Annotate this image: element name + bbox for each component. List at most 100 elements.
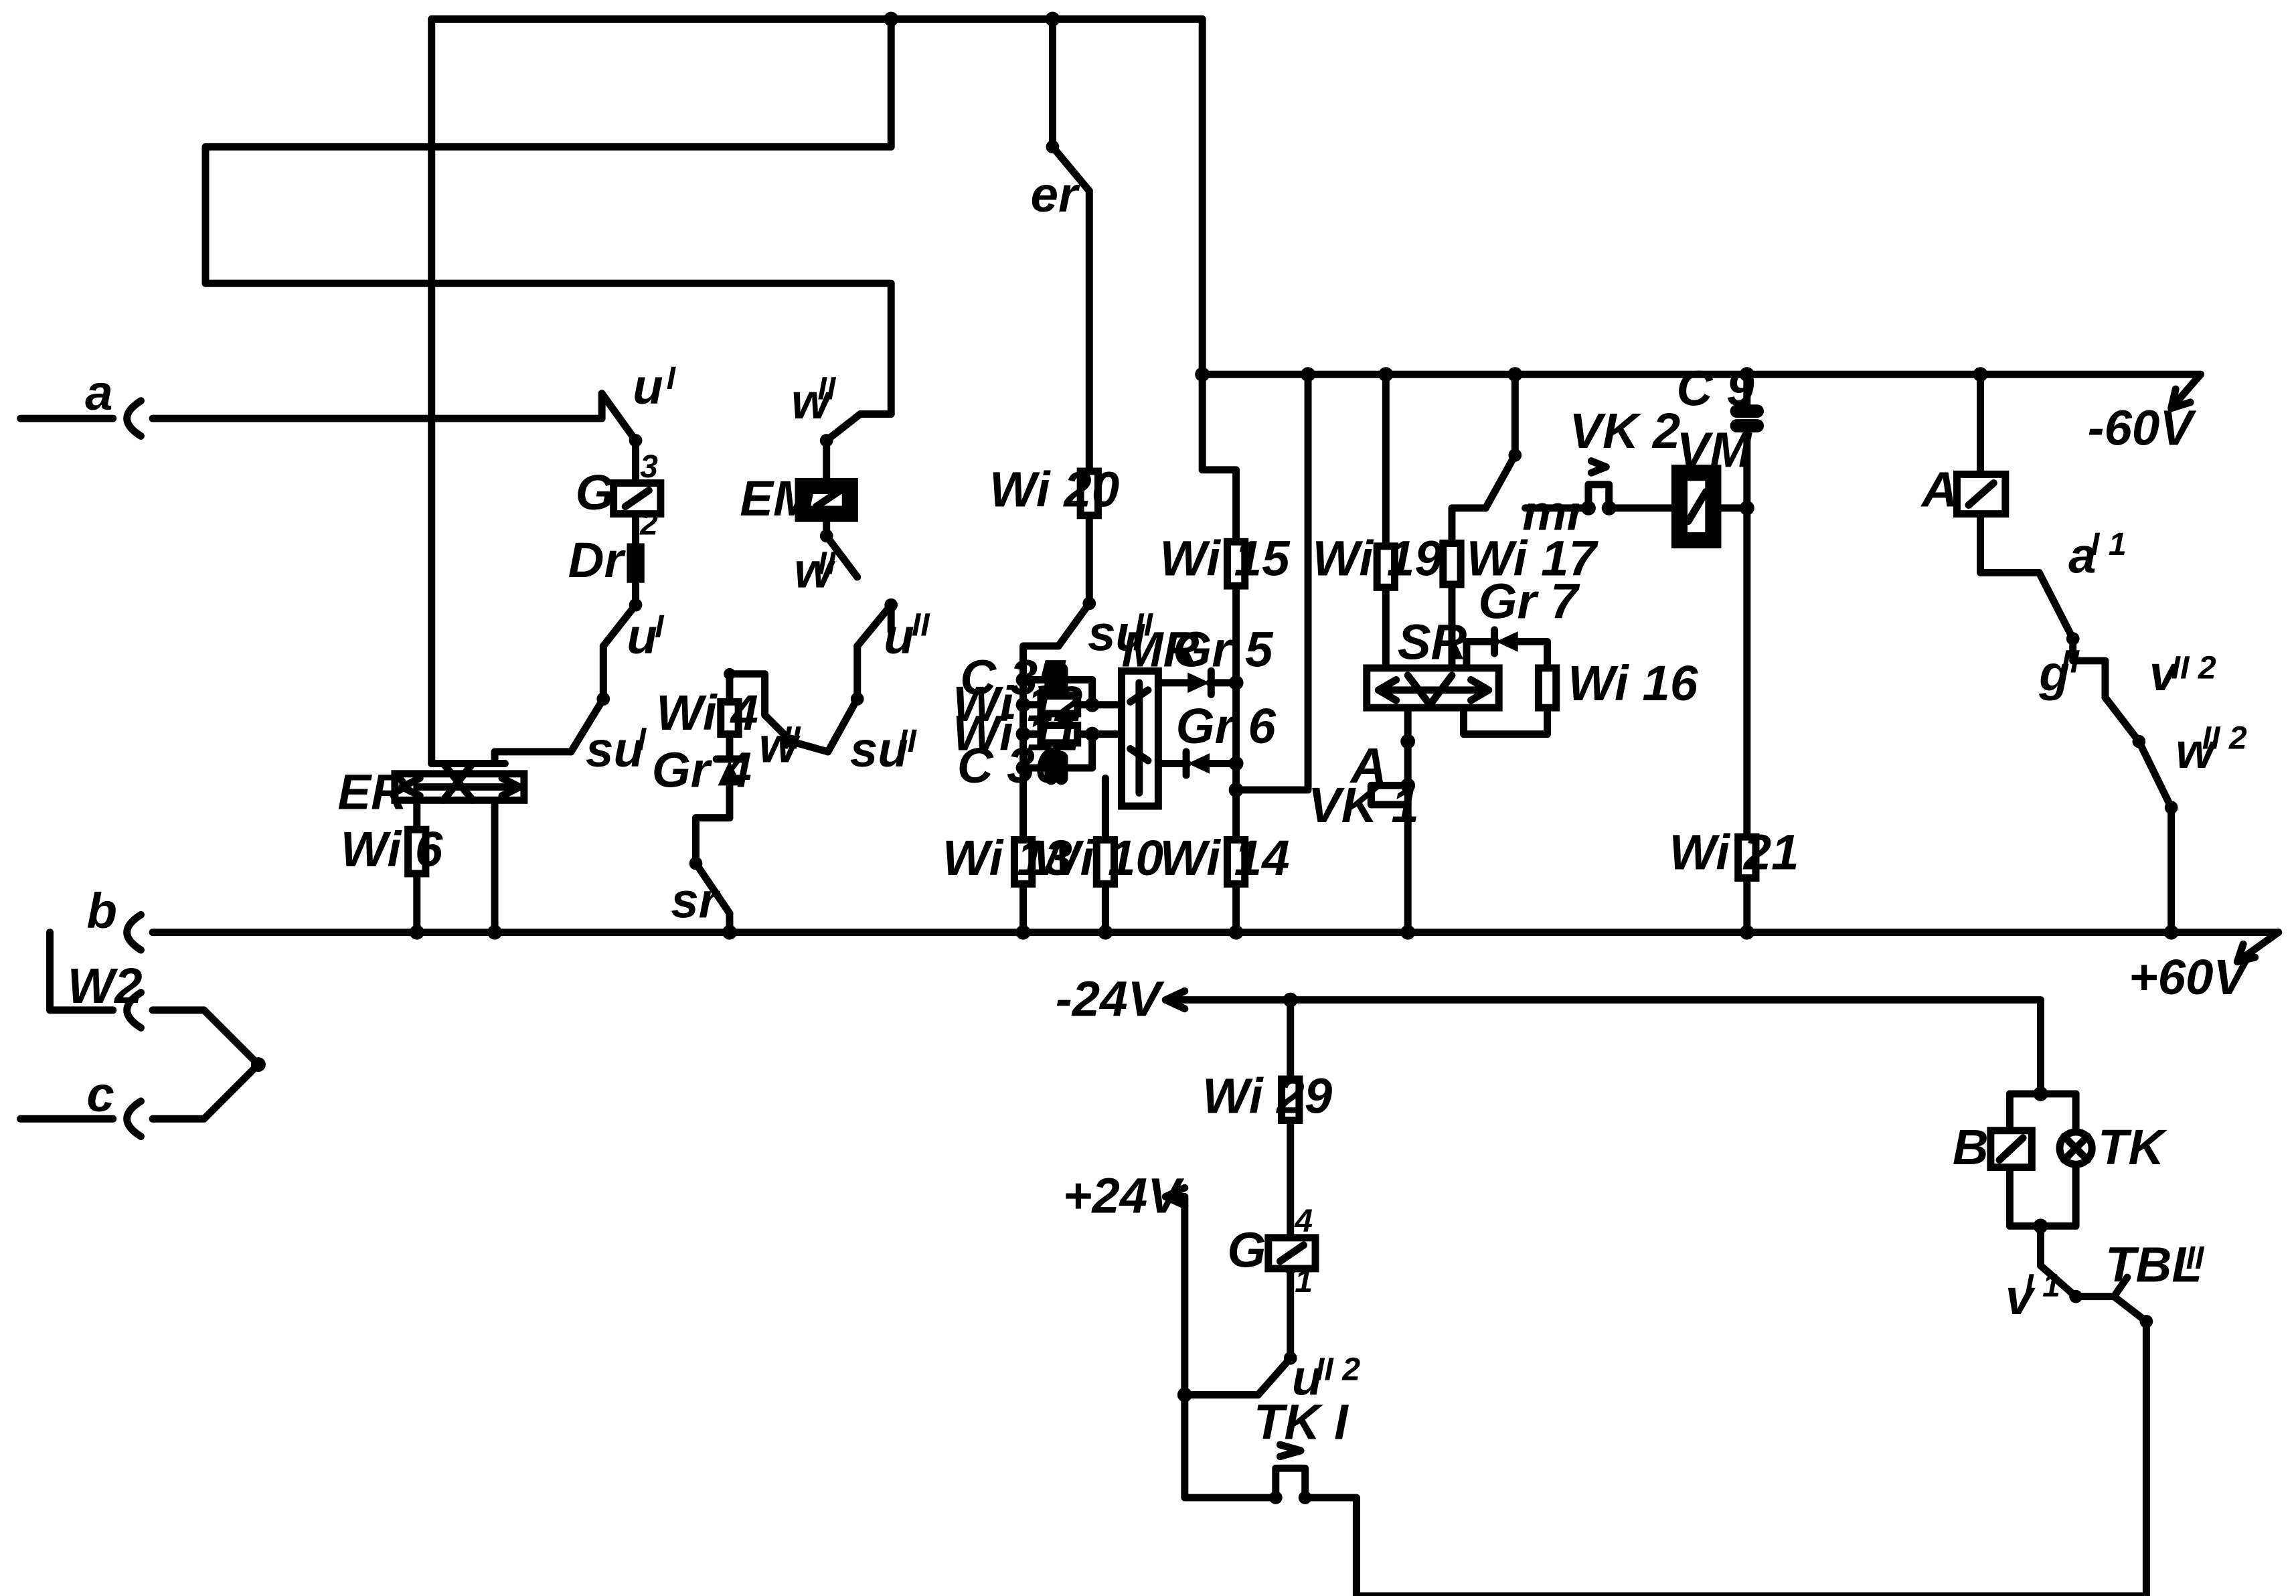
relay-a: A xyxy=(1920,462,2010,518)
diode-gr6: Gr 6 xyxy=(1176,698,1277,779)
resistor-wi17-label: Wi 17 xyxy=(1467,531,1599,586)
rail-pos60: +60V xyxy=(2129,929,2283,1005)
contact-w2-mid-sup: II xyxy=(818,546,837,582)
relay-coil-icon xyxy=(1671,465,1722,549)
diode-gr4: Gr 4 xyxy=(652,742,752,798)
contact-w22-sup: II 2 xyxy=(2202,720,2247,756)
rail-pos24-label: +24V xyxy=(1063,1168,1184,1224)
contact-g2-sup: II xyxy=(2061,643,2080,680)
resistor-wi29: Wi 29 xyxy=(1202,1068,1333,1124)
terminal-w2: W2 xyxy=(68,958,145,1032)
resistors: Wi 6 Wi 4 Wi 20 Wi 12 Wi 11 Wi 13 Wi 10 xyxy=(341,462,1799,1124)
capacitor-c36-label: C 36 xyxy=(957,738,1063,793)
relay-er-label: ER xyxy=(337,764,407,819)
resistor-wi15-label: Wi 15 xyxy=(1160,531,1291,586)
resistor-wi6-label: Wi 6 xyxy=(341,821,443,877)
rail-pos60-label: +60V xyxy=(2129,949,2250,1005)
contact-mr-label: mr xyxy=(1522,485,1588,541)
resistor-icon xyxy=(1534,664,1560,712)
resistor-icon xyxy=(404,825,430,878)
wiring xyxy=(17,15,2283,1596)
resistor-wi14-label: Wi 14 xyxy=(1160,830,1290,886)
switch-contact-icon xyxy=(598,390,643,447)
contact-sr-label: sr xyxy=(671,873,720,929)
resistor-wi10: Wi 10 xyxy=(1034,830,1163,888)
resistor-wi19: Wi 19 xyxy=(1313,531,1443,591)
diode-gr4-label: Gr 4 xyxy=(652,742,752,798)
resistor-icon xyxy=(1439,539,1465,588)
contact-su2-low-label: su xyxy=(850,722,908,777)
relay-g-pin2: 2 xyxy=(639,505,658,542)
contact-v2-top-label: v xyxy=(2149,645,2180,701)
inductor-dr-label: Dr xyxy=(568,532,627,588)
push-key-icon xyxy=(1584,457,1613,512)
capacitor-icon xyxy=(1044,663,1068,697)
capacitor-c35: C 35 xyxy=(960,649,1068,705)
plug-socket-icon xyxy=(123,1097,145,1141)
switch-contacts xyxy=(567,140,2178,1399)
switch-contact-icon xyxy=(819,529,862,581)
push-key-icon xyxy=(1367,781,1412,809)
arrow-icon xyxy=(2233,929,2283,966)
inductor-dr: Dr xyxy=(568,532,645,588)
plug-socket-icon xyxy=(123,397,145,440)
rail-pos24: +24V xyxy=(1063,1168,1189,1224)
key-vk2: VK 2 xyxy=(1569,403,1680,512)
diode-gr6-label: Gr 6 xyxy=(1176,698,1277,754)
resistor-wi29-label: Wi 29 xyxy=(1202,1068,1333,1123)
diode-icon xyxy=(718,761,742,786)
relay-sr: SR xyxy=(1363,615,1503,712)
relay-em-label: EM xyxy=(740,471,816,526)
contact-u1-top-sup: I xyxy=(667,360,677,396)
key-vk1-a: A xyxy=(1349,738,1387,793)
resistor-wi14: Wi 14 xyxy=(1160,830,1290,888)
contact-a1-label: a xyxy=(2068,528,2096,583)
arrow-icon xyxy=(1161,987,1189,1013)
relay-g2-label: G xyxy=(1227,1222,1266,1278)
contact-w2-low-label: w xyxy=(759,717,801,773)
switch-contact-icon xyxy=(853,598,898,650)
terminal-c: c xyxy=(86,1066,145,1141)
relay-mr: MR xyxy=(1118,622,1200,810)
resistor-wi11-label: Wi 11 xyxy=(953,706,1079,761)
switch-contact-icon xyxy=(1054,596,1096,650)
contact-w2-top-label: w xyxy=(791,374,833,429)
push-key-icon xyxy=(1272,1441,1309,1502)
terminal-a-label: a xyxy=(85,365,112,420)
lamp-tk: TK xyxy=(2056,1119,2168,1175)
resistor-wi20-label: Wi 20 xyxy=(989,462,1119,517)
contact-u2-label: u xyxy=(884,609,914,664)
rail-neg60: -60V xyxy=(2088,370,2205,456)
resistor-wi16: Wi 16 xyxy=(1534,655,1698,712)
contact-su2-mid-sup: II xyxy=(1135,607,1153,643)
key-tki-label: TK I xyxy=(1254,1394,1349,1449)
terminal-b: b xyxy=(86,883,145,954)
contact-w22-label: w xyxy=(2176,723,2217,779)
switch-contact-icon xyxy=(599,598,643,650)
relay-mr-label: MR xyxy=(1122,622,1200,677)
contact-tbl-sup: II xyxy=(2186,1240,2205,1276)
contact-v1-label: v xyxy=(2005,1269,2036,1325)
contact-u1-mid-label: u xyxy=(627,609,657,664)
plug-socket-icon xyxy=(123,910,145,954)
contact-w2-low-sup: II xyxy=(783,720,801,756)
resistor-wi13: Wi 13 xyxy=(942,830,1072,888)
contact-v2-top-sup: II 2 xyxy=(2171,649,2216,686)
key-vk1: A VK 1 xyxy=(1308,738,1419,833)
resistor-wi4: Wi 4 xyxy=(656,685,758,740)
contact-u22-label: u xyxy=(1292,1350,1323,1406)
relay-g-pin3: 3 xyxy=(640,449,658,485)
diode-icon xyxy=(1187,753,1210,774)
switch-contact-icon xyxy=(567,692,610,756)
contact-tbl-label: TBL xyxy=(2105,1237,2202,1293)
switch-contact-icon xyxy=(1254,1351,1297,1399)
contact-u2-sup: II xyxy=(912,607,930,643)
resistor-icon xyxy=(1010,836,1036,888)
switch-contact-icon xyxy=(2135,738,2178,815)
diode-icon xyxy=(1495,631,1518,652)
capacitor-c36: C 36 xyxy=(957,738,1068,793)
key-tki: TK I xyxy=(1254,1394,1349,1504)
switch-contact-icon xyxy=(2110,1273,2153,1328)
switch-contact-icon xyxy=(689,856,734,917)
